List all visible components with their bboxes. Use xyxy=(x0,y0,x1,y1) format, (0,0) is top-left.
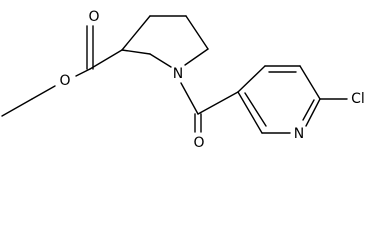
bond-n1-amide-c xyxy=(180,82,199,115)
bond-pyr-c6-n-inner xyxy=(302,99,315,121)
bond-ring-c6-n1 xyxy=(184,48,209,66)
bond-amide-c-pyridine-c3 xyxy=(197,91,239,115)
bond-pyr-c6-n xyxy=(305,98,321,127)
molecule-drawing: O O N O N Cl xyxy=(1,9,365,151)
atom-label-piperidine-nitrogen: N xyxy=(173,66,183,82)
bond-pyr-c2-c3-inner xyxy=(244,92,267,127)
atom-label-pyridine-nitrogen: N xyxy=(294,126,304,142)
bond-ethyl-ch2-o xyxy=(31,85,56,100)
atom-label-chlorine: Cl xyxy=(351,91,365,107)
atom-label-carbonyl-oxygen: O xyxy=(88,9,99,25)
structure-canvas: O O N O N Cl xyxy=(1,9,365,151)
atom-label-ester-oxygen: O xyxy=(59,73,70,89)
bond-ring-c5-c6 xyxy=(185,15,209,50)
bond-ring-c2-c3 xyxy=(121,49,151,55)
bond-pyr-c3-c4 xyxy=(237,65,266,93)
bond-carbonyl-c-ring-c3 xyxy=(89,49,123,70)
bond-pyr-c2-c3 xyxy=(237,91,263,134)
bond-o-carbonyl-c xyxy=(75,68,91,77)
atom-label-amide-oxygen: O xyxy=(193,135,204,151)
bond-ring-n1-c2 xyxy=(149,53,172,68)
bond-ethyl-ch3-ch2 xyxy=(1,98,33,117)
bond-pyr-c5-c6 xyxy=(299,65,321,100)
bond-ring-c3-c4 xyxy=(121,15,151,51)
